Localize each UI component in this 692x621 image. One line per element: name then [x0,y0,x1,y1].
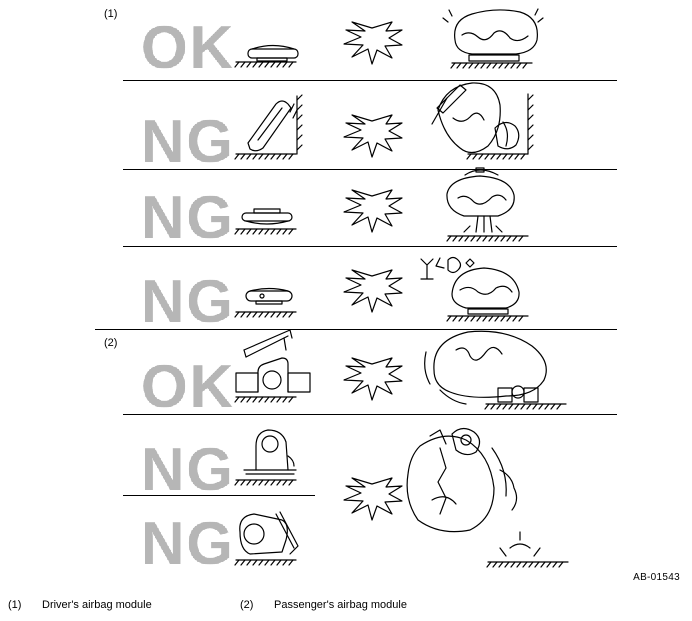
verdict-ok-driver-flat: OK [141,14,235,81]
legend-text: Passenger's airbag module [274,599,407,611]
verdict-ng-passenger-tilted: NG [141,510,235,577]
legend-number: (1) [8,599,22,611]
deployed-airbag-icon [446,167,529,242]
verdict-ng-passenger-inverted: NG [141,436,235,503]
deployed-airbag-icon [442,8,544,69]
deployed-airbag-icon [420,256,529,322]
legend-text: Driver's airbag module [42,599,152,611]
burst-arrow-icon [343,189,403,233]
row-divider [123,246,617,247]
row-divider [123,495,315,496]
deployed-airbag-icon [424,330,567,410]
section-1-label: (1) [104,8,118,20]
burst-arrow-icon [343,477,403,521]
row-divider [123,414,617,415]
legend-number: (2) [240,599,254,611]
deployed-airbag-icon [406,427,569,568]
legend-item-passenger: (2) Passenger's airbag module [240,599,407,611]
airbag-module-icon [234,287,297,318]
section-2-label: (2) [104,337,118,349]
section-divider [95,329,617,330]
burst-arrow-icon [343,114,403,158]
airbag-module-icon [234,329,311,403]
airbag-module-icon [234,511,299,566]
verdict-ng-driver-wall: NG [141,108,235,175]
figure-code: AB-01543 [633,572,680,583]
row-divider [123,80,617,81]
verdict-ng-driver-upside: NG [141,184,235,251]
legend-item-driver: (1) Driver's airbag module [8,599,152,611]
airbag-module-icon [234,208,297,235]
airbag-module-icon [234,94,303,160]
burst-arrow-icon [343,357,403,401]
verdict-ng-driver-object: NG [141,268,235,335]
deployed-airbag-icon [431,82,534,160]
burst-arrow-icon [343,269,403,313]
row-divider [123,169,617,170]
verdict-ok-passenger-upright: OK [141,353,235,420]
burst-arrow-icon [343,21,403,65]
airbag-module-icon [234,429,297,486]
airbag-module-icon [234,44,299,68]
